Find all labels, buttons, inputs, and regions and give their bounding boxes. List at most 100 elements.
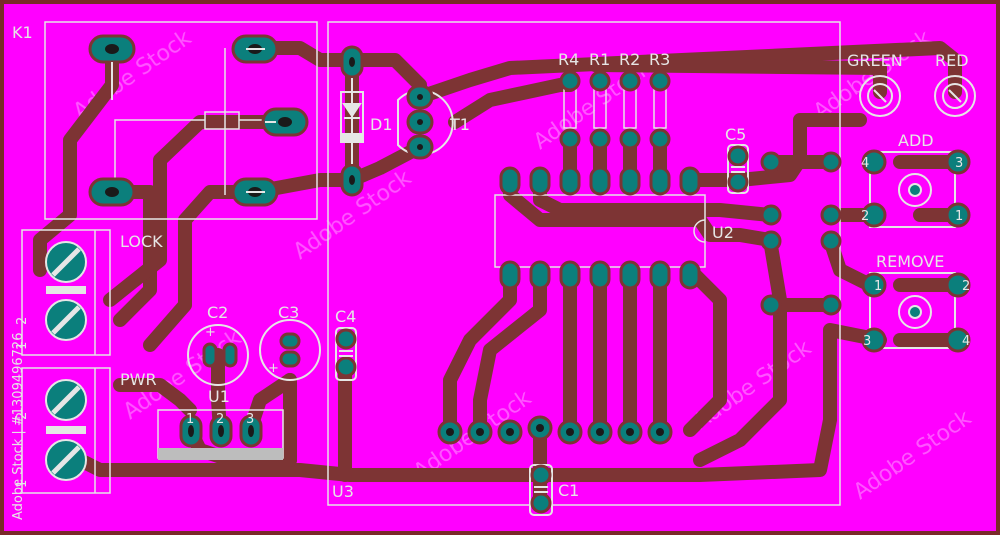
- u2-pin: [679, 260, 701, 290]
- switch-add-pad: [861, 202, 887, 228]
- led-details: [867, 83, 968, 109]
- sw-add-pin-4: 4: [861, 156, 869, 171]
- led-red-lead: [948, 89, 962, 103]
- drill-hole: [278, 117, 292, 127]
- trace: [103, 115, 292, 307]
- terminal-screws: [45, 241, 87, 481]
- switch-remove-pad: [861, 272, 887, 298]
- pin-numbers: 4 3 2 1 1 2 3 4 2 1 2 1 1 2 3 + +: [15, 156, 970, 488]
- trace: [113, 378, 197, 417]
- switch-add-button: [898, 173, 932, 207]
- label-c4: C4: [335, 307, 356, 326]
- jumper-pad: [760, 294, 782, 316]
- label-u2: U2: [712, 223, 734, 242]
- label-c5: C5: [725, 125, 746, 144]
- led-green-outline: [859, 75, 901, 117]
- r3-pad: [649, 70, 671, 92]
- drill-hole: [188, 425, 194, 437]
- sw-rem-pin-1: 1: [874, 279, 882, 294]
- sw-add-pin-3: 3: [955, 156, 963, 171]
- u1-pin-3-label: 3: [246, 412, 254, 427]
- c4-pad: [335, 356, 357, 378]
- led-red-outline: [934, 75, 976, 117]
- lock-terminal-outline: [21, 229, 111, 356]
- u1-pin-2-label: 2: [216, 412, 224, 427]
- drill-hole: [349, 57, 355, 67]
- c4-outline: [335, 327, 357, 381]
- watermark-side: Adobe Stock | #1309496726: [11, 333, 26, 520]
- label-c2: C2: [207, 303, 228, 322]
- pad-silk-marks: [111, 48, 276, 193]
- switch-remove-outline: [869, 272, 956, 349]
- r1-pad: [589, 70, 611, 92]
- switch-remove-pad: [945, 327, 971, 353]
- drill-hole: [596, 428, 604, 436]
- switch-add-pad: [945, 202, 971, 228]
- drill-hole: [656, 428, 664, 436]
- c3-plus: +: [268, 361, 279, 376]
- c2-pad: [202, 342, 218, 368]
- label-pwr: PWR: [120, 370, 157, 389]
- relay-coil-wire: [114, 119, 205, 192]
- sw-rem-pin-2: 2: [962, 279, 970, 294]
- c3-pad: [279, 350, 301, 368]
- r1-pad: [589, 128, 611, 150]
- c5-pad: [727, 171, 749, 193]
- trace: [473, 263, 547, 437]
- led-green-lead: [873, 89, 887, 103]
- trace: [413, 41, 962, 104]
- u2-pin: [619, 166, 641, 196]
- jumper-pad: [820, 151, 842, 173]
- drill-hole: [105, 187, 119, 197]
- diode-symbol: [340, 78, 364, 164]
- drill-hole: [349, 175, 355, 185]
- label-k1: K1: [12, 23, 33, 42]
- c4-pad: [335, 328, 357, 350]
- screw-slot: [51, 445, 81, 475]
- trace: [443, 263, 517, 437]
- sw-rem-pin-4: 4: [962, 334, 970, 349]
- switch-add-center: [908, 183, 922, 197]
- u2-pin: [649, 166, 671, 196]
- term-pwr-pin-2: 2: [15, 412, 30, 420]
- label-remove: REMOVE: [876, 252, 944, 271]
- label-green: GREEN: [847, 51, 903, 70]
- term-pwr-pin-1: 1: [15, 480, 30, 488]
- label-c1: C1: [558, 481, 579, 500]
- c1-pad: [530, 492, 552, 514]
- c5-outline: [727, 144, 749, 194]
- screw-slot: [51, 385, 81, 415]
- u2-pin: [529, 166, 551, 196]
- drill-hole: [626, 428, 634, 436]
- drill-hole: [105, 44, 119, 54]
- label-c3: C3: [278, 303, 299, 322]
- relay-k1-outline: [44, 21, 318, 220]
- component-labels: K1 LOCK PWR D1 T1 R4 R1 R2 R3 C5 U2 GREE…: [12, 23, 969, 501]
- c1-pad: [530, 464, 552, 486]
- switch-remove-pad: [861, 327, 887, 353]
- sw-rem-pin-3: 3: [863, 334, 871, 349]
- drill-holes: [105, 44, 664, 437]
- label-lock: LOCK: [120, 232, 163, 251]
- u2-pin: [649, 260, 671, 290]
- label-r2: R2: [619, 50, 640, 69]
- jumper-pad: [820, 230, 842, 252]
- drill-hole: [218, 425, 224, 437]
- jumper-pad: [760, 230, 782, 252]
- drill-hole: [417, 119, 423, 125]
- screw-slot: [51, 305, 81, 335]
- switch-add-pad: [861, 149, 887, 175]
- c2-plus: +: [205, 325, 216, 340]
- u2-pin: [499, 166, 521, 196]
- c2-outline: [187, 324, 249, 386]
- r4-pad: [559, 70, 581, 92]
- drill-hole: [446, 428, 454, 436]
- terminal-divider: [46, 426, 86, 434]
- trace: [693, 233, 787, 467]
- u2-pin: [619, 260, 641, 290]
- u2-pin: [559, 166, 581, 196]
- r2-pad: [619, 128, 641, 150]
- label-add: ADD: [898, 131, 934, 150]
- label-r3: R3: [649, 50, 670, 69]
- u2-pin: [679, 166, 701, 196]
